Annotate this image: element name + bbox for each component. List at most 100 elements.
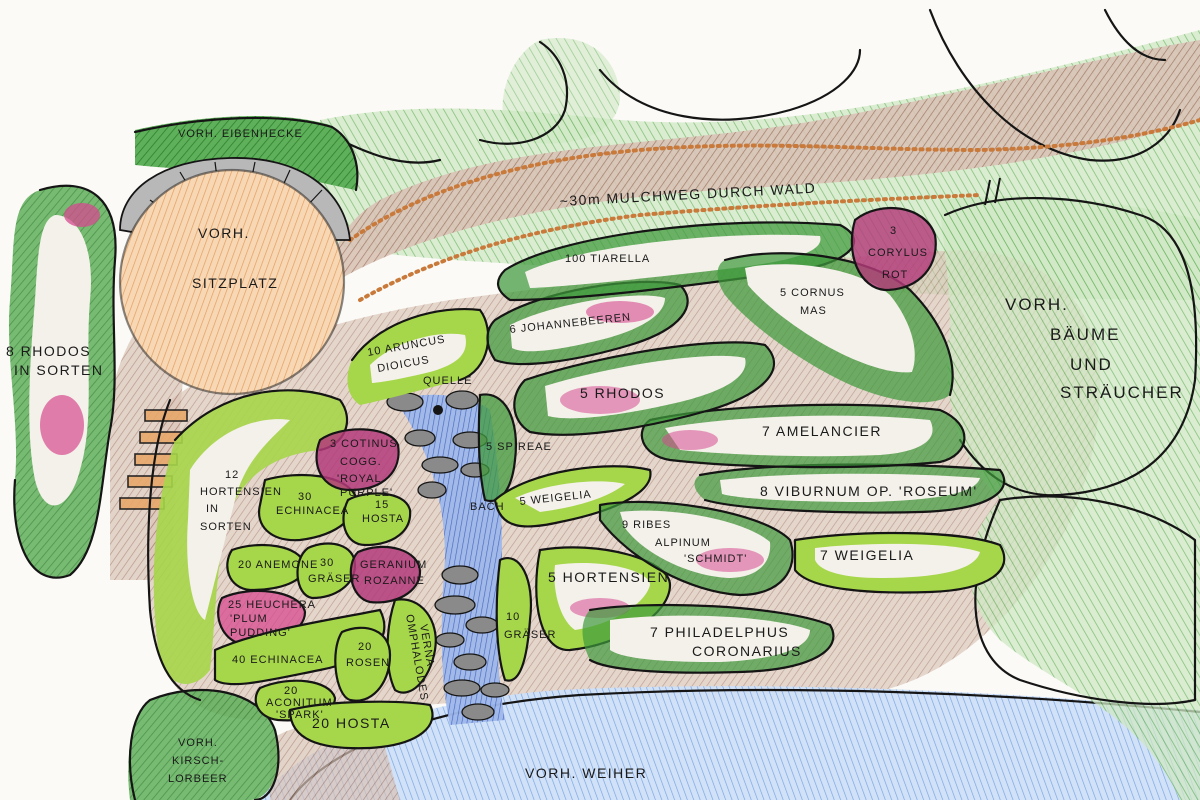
graeser-30-bed xyxy=(297,543,355,598)
label-heuchera-1: 25 HEUCHERA xyxy=(228,599,316,611)
weigelia-7-inner xyxy=(815,543,980,578)
graeser-30-outline xyxy=(296,542,357,600)
anemone-outline xyxy=(226,543,307,592)
forest-clump-top-1-outline xyxy=(478,40,569,145)
label-cornus-2: MAS xyxy=(800,305,827,317)
label-corylus-2: CORYLUS xyxy=(868,247,928,259)
label-kirschlorbeer-3: LORBEER xyxy=(168,773,228,785)
label-hortensien-12-3: IN xyxy=(206,503,219,515)
hosta-20-outline xyxy=(288,700,434,750)
label-cotinus-1: 3 COTINUS xyxy=(330,438,398,450)
johannesbeeren-pink xyxy=(586,301,654,323)
forest-clump-top-1 xyxy=(502,38,620,144)
label-hortensien-12-4: SORTEN xyxy=(200,521,252,533)
philadelphus-inner xyxy=(610,615,810,662)
label-ribes-2: ALPINUM xyxy=(655,537,711,549)
label-ribes-3: 'SCHMIDT' xyxy=(684,553,747,565)
label-hosta-15-1: 15 xyxy=(375,499,389,511)
label-hortensien-12-1: 12 xyxy=(225,469,239,481)
rhodos-left-pink-1 xyxy=(64,203,100,227)
philadelphus-outline xyxy=(588,603,835,674)
rhodos-left-inner xyxy=(29,215,91,506)
label-kirschlorbeer-2: KIRSCH- xyxy=(172,755,224,767)
corylus-bed xyxy=(851,208,936,290)
label-existing-trees-1: VORH. xyxy=(1005,295,1069,314)
rhodos-left-outline xyxy=(13,184,117,579)
label-tiarella: 100 TIARELLA xyxy=(565,253,650,265)
label-corylus-1: 3 xyxy=(890,225,897,237)
label-ribes-1: 9 RIBES xyxy=(622,519,671,531)
label-graeser-10-2: GRÄSER xyxy=(504,629,556,641)
anemone-bed xyxy=(227,545,305,590)
label-kirschlorbeer-1: VORH. xyxy=(178,737,218,749)
yew-hedge-outline xyxy=(133,116,359,192)
label-weigelia-7: 7 WEIGELIA xyxy=(820,547,914,563)
forest-clump-top-3-outline xyxy=(928,8,1182,162)
rhodos-5-outline xyxy=(513,341,776,436)
label-existing-yew-hedge: VORH. EIBENHECKE xyxy=(178,128,303,140)
hortensien-12-inner xyxy=(187,419,290,620)
forest-clump-top-4-outline xyxy=(1103,8,1167,62)
label-stream: BACH xyxy=(470,501,505,513)
label-echinacea-40: 40 ECHINACEA xyxy=(232,654,323,666)
label-anemone: 20 ANEMONE xyxy=(238,559,318,571)
sitting-area xyxy=(120,170,344,394)
rosen-outline xyxy=(334,626,392,702)
label-philadelphus-2: CORONARIUS xyxy=(692,643,802,659)
garden-boundary-left xyxy=(147,398,202,702)
label-cotinus-2: COGG. xyxy=(340,456,382,468)
label-echinacea-30-1: 30 xyxy=(298,491,312,503)
label-rhodos-left-2: IN SORTEN xyxy=(14,362,103,378)
label-geranium-2: ROZANNE xyxy=(364,575,425,587)
label-philadelphus-1: 7 PHILADELPHUS xyxy=(650,624,789,640)
label-hortensien-12-2: HORTENSIEN xyxy=(200,486,282,498)
label-aconitum-1: 20 xyxy=(284,685,298,697)
label-rosen-1: 20 xyxy=(358,641,372,653)
cotinus-outline xyxy=(315,428,400,492)
aruncus-outline xyxy=(350,308,490,382)
label-sitting-area-1: VORH. xyxy=(198,225,250,241)
sitting-area-outline xyxy=(118,168,346,396)
label-geranium-1: GERANIUM xyxy=(360,559,427,571)
label-aconitum-3: 'SPARK' xyxy=(276,709,324,721)
spring-source-point xyxy=(433,405,443,415)
amelancier-inner xyxy=(665,415,933,457)
label-existing-trees-2: BÄUME xyxy=(1050,325,1120,344)
omphalodes-bed xyxy=(387,599,436,693)
aruncus-inner xyxy=(370,333,466,383)
label-graeser-30-1: 30 xyxy=(320,557,334,569)
label-echinacea-30-2: ECHINACEA xyxy=(276,505,349,517)
label-royal-purple-1: 'ROYAL xyxy=(337,473,382,485)
mulch-path-band xyxy=(330,40,1200,285)
ribes-pink xyxy=(696,548,764,572)
corylus-outline xyxy=(850,206,937,292)
viburnum-inner xyxy=(720,473,980,502)
label-rhodos-left-1: 8 RHODOS xyxy=(6,343,91,359)
label-existing-trees-4: STRÄUCHER xyxy=(1060,383,1184,402)
graeser-10-bed xyxy=(496,558,531,681)
ribes-outline xyxy=(598,500,794,597)
cornus-inner xyxy=(745,264,915,373)
mulch-path-border-upper xyxy=(348,118,1200,242)
geranium-bed xyxy=(350,546,420,603)
label-rosen-2: ROSEN xyxy=(346,657,390,669)
cotinus-bed xyxy=(316,429,399,490)
tiarella-inner xyxy=(525,234,821,288)
existing-trees-outline xyxy=(943,196,1198,497)
label-existing-trees-3: UND xyxy=(1070,355,1113,374)
amelancier-outline xyxy=(640,403,966,469)
spirea-bed xyxy=(478,394,516,501)
label-heuchera-2: 'PLUM xyxy=(230,613,268,625)
geranium-outline xyxy=(349,545,422,604)
hosta-20-bed xyxy=(290,701,433,749)
label-hosta-20: 20 HOSTA xyxy=(312,715,391,731)
label-existing-pond: VORH. WEIHER xyxy=(525,765,647,781)
path-marker-1 xyxy=(984,179,991,206)
hosta-15-outline xyxy=(342,492,412,547)
echinacea-40-bed xyxy=(215,610,385,685)
kirschlorbeer-bed xyxy=(128,690,279,800)
label-rhodos-5: 5 RHODOS xyxy=(580,385,665,401)
kirschlorbeer-outline xyxy=(128,688,280,800)
label-heuchera-3: PUDDING' xyxy=(230,627,291,639)
